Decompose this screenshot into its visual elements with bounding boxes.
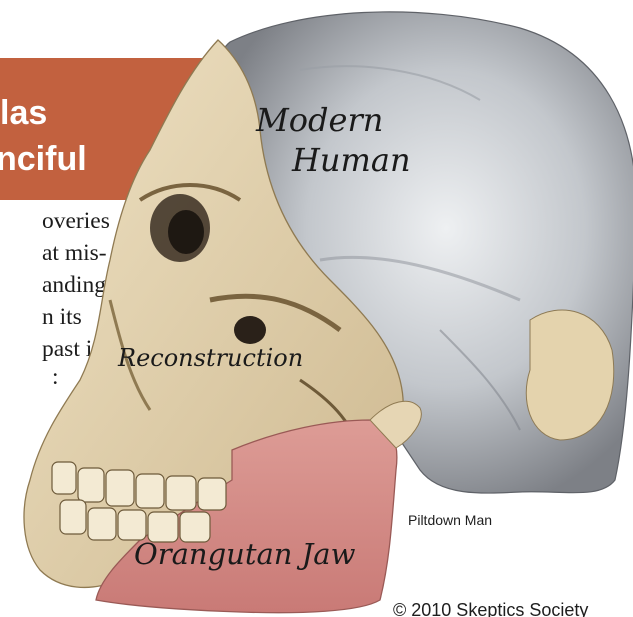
figure-caption: Piltdown Man <box>408 512 492 528</box>
modern-human-label-line-1: Modern <box>256 104 383 136</box>
modern-human-label-line-2: Human <box>292 144 411 176</box>
reconstruction-label: Reconstruction <box>118 346 303 370</box>
orangutan-jaw-label: Orangutan Jaw <box>134 540 355 569</box>
copyright-notice: © 2010 Skeptics Society <box>393 600 588 617</box>
